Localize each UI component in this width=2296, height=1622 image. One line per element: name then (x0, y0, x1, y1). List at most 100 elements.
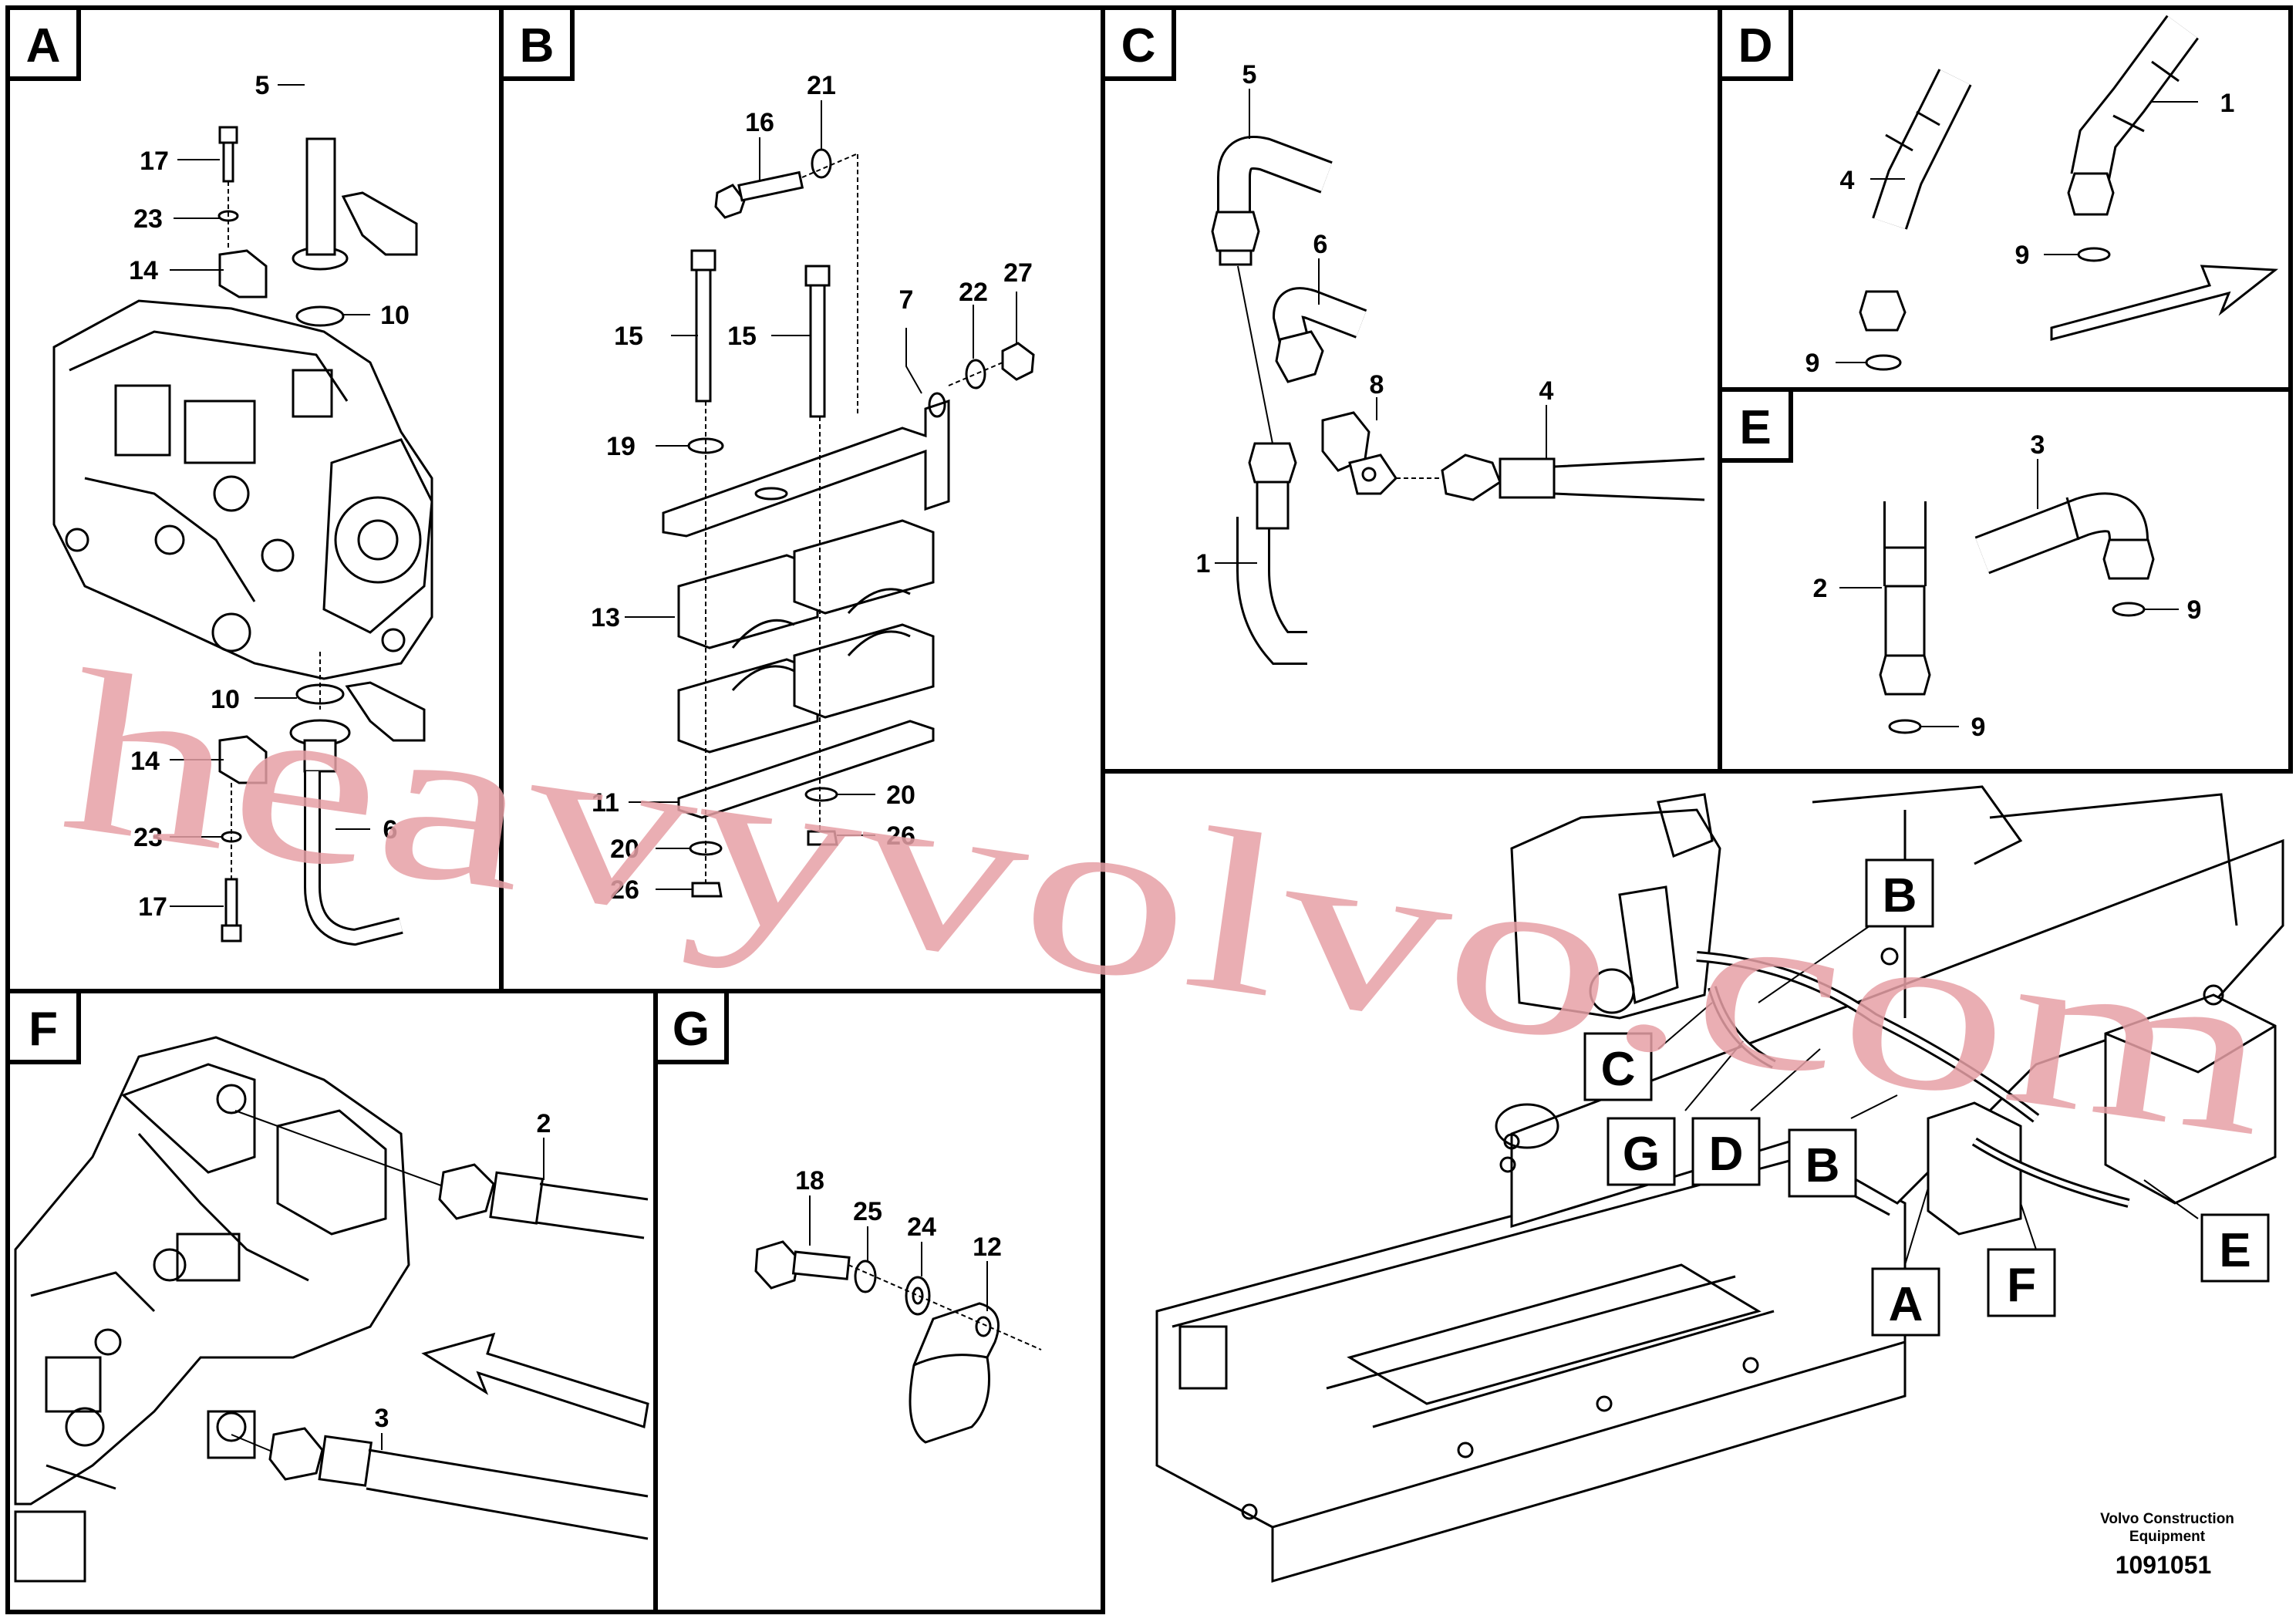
callout-d-9-left[interactable]: 9 (1805, 349, 1820, 378)
callout-a-10-upper[interactable]: 10 (380, 301, 410, 330)
callout-a-17[interactable]: 17 (140, 147, 169, 176)
callout-b-20-right[interactable]: 20 (886, 781, 915, 810)
panel-letter-e: E (1739, 401, 1771, 454)
callout-a-23-lower[interactable]: 23 (133, 823, 163, 852)
panel-f-drawing (14, 1036, 649, 1583)
svg-text:G: G (1623, 1128, 1660, 1181)
svg-text:B: B (1805, 1139, 1840, 1192)
callout-c-6[interactable]: 6 (1313, 230, 1328, 259)
drawing-number: 1091051 (2116, 1551, 2212, 1579)
panel-d-drawing (1836, 15, 2279, 371)
svg-text:D: D (1709, 1128, 1744, 1181)
panel-c-callouts: 5 6 8 4 1 (1196, 60, 1554, 578)
panel-e-frame (1718, 387, 2293, 774)
callout-c-8[interactable]: 8 (1370, 370, 1384, 400)
panel-f-callouts: 2 3 (375, 1109, 551, 1433)
callout-a-14-lower[interactable]: 14 (130, 747, 160, 776)
svg-text:F: F (2007, 1259, 2036, 1312)
overview-location-labels: B C G D B A F E (1583, 858, 2270, 1337)
panel-letter-d: D (1738, 19, 1773, 73)
callout-g-18[interactable]: 18 (795, 1166, 824, 1195)
title-block: Volvo Construction Equipment 1091051 (2100, 1511, 2234, 1579)
panel-e-callouts: 3 2 9 9 (1813, 430, 2202, 742)
panel-c-drawing (1211, 89, 1705, 665)
panel-b-drawing (625, 100, 1035, 898)
direction-arrow-icon (421, 1332, 649, 1428)
panel-g-drawing (754, 1195, 1042, 1444)
svg-text:E: E (2219, 1224, 2250, 1277)
panel-letter-c: C (1121, 19, 1156, 73)
panel-letter-tabs: A B C D E F G (5, 5, 1793, 1064)
callout-b-21[interactable]: 21 (807, 71, 836, 100)
overview-label-f[interactable]: F (1987, 1248, 2056, 1317)
company-name-line2: Equipment (2129, 1529, 2206, 1545)
panel-letter-g: G (673, 1003, 710, 1056)
callout-a-23[interactable]: 23 (133, 204, 163, 234)
direction-arrow-icon (2050, 265, 2279, 341)
panel-tab-f[interactable]: F (5, 989, 81, 1064)
panel-tab-g[interactable]: G (653, 989, 729, 1064)
callout-d-9-right[interactable]: 9 (2015, 241, 2030, 270)
callout-b-15-right[interactable]: 15 (727, 322, 757, 351)
callout-a-5[interactable]: 5 (255, 71, 270, 100)
callout-e-3[interactable]: 3 (2031, 430, 2045, 460)
callout-b-7[interactable]: 7 (899, 285, 914, 315)
callout-g-24[interactable]: 24 (907, 1212, 936, 1242)
panel-c-frame (1101, 5, 1722, 774)
panel-a-callouts: 5 17 23 14 10 10 14 6 23 17 (129, 71, 410, 922)
overview-label-g[interactable]: G (1607, 1117, 1676, 1186)
callout-b-15-left[interactable]: 15 (614, 322, 643, 351)
callout-b-26-left[interactable]: 26 (610, 875, 639, 905)
callout-b-26-right[interactable]: 26 (886, 821, 915, 851)
panel-e-drawing (1839, 459, 2179, 734)
callout-b-16[interactable]: 16 (745, 108, 774, 137)
callout-g-25[interactable]: 25 (853, 1197, 882, 1226)
watermark: heavyvolvo.com (50, 622, 2285, 1185)
callout-e-2[interactable]: 2 (1813, 574, 1828, 603)
callout-c-1[interactable]: 1 (1196, 549, 1211, 578)
callout-b-20-left[interactable]: 20 (610, 835, 639, 864)
panel-tab-b[interactable]: B (499, 5, 575, 81)
panel-tab-d[interactable]: D (1718, 5, 1793, 81)
callout-a-14[interactable]: 14 (129, 256, 158, 285)
callout-b-19[interactable]: 19 (606, 432, 636, 461)
svg-text:B: B (1883, 869, 1917, 922)
panel-d-callouts: 4 1 9 9 (1805, 89, 2235, 378)
panel-tab-e[interactable]: E (1718, 387, 1793, 463)
callout-e-9-upper[interactable]: 9 (2187, 595, 2202, 625)
company-name: Volvo Construction (2100, 1511, 2234, 1527)
panel-a-drawing (52, 63, 433, 946)
panel-letter-a: A (26, 19, 61, 73)
overview-label-b-upper[interactable]: B (1865, 858, 1934, 928)
callout-d-1[interactable]: 1 (2220, 89, 2235, 118)
panel-letter-b: B (520, 19, 555, 73)
panel-g-callouts: 18 25 24 12 (795, 1166, 1002, 1262)
overview-label-e[interactable]: E (2200, 1213, 2270, 1283)
panel-d-frame (1718, 5, 2293, 392)
callout-g-12[interactable]: 12 (973, 1233, 1002, 1262)
callout-a-10-lower[interactable]: 10 (211, 685, 240, 714)
panel-letter-f: F (29, 1003, 58, 1056)
callout-b-13[interactable]: 13 (591, 603, 620, 632)
callout-b-11[interactable]: 11 (592, 788, 619, 818)
overview-label-d[interactable]: D (1691, 1117, 1761, 1186)
callout-c-4[interactable]: 4 (1539, 376, 1554, 406)
callout-b-22[interactable]: 22 (959, 278, 988, 307)
overview-label-c[interactable]: C (1583, 1032, 1653, 1101)
callout-a-6[interactable]: 6 (383, 815, 398, 845)
callout-c-5[interactable]: 5 (1242, 60, 1257, 89)
callout-f-3[interactable]: 3 (375, 1404, 389, 1433)
callout-a-17-lower[interactable]: 17 (138, 892, 167, 922)
panel-g-frame (653, 989, 1105, 1614)
overview-label-b-lower[interactable]: B (1788, 1128, 1857, 1198)
callout-d-4[interactable]: 4 (1840, 166, 1855, 195)
overview-label-a[interactable]: A (1871, 1267, 1940, 1337)
callout-f-2[interactable]: 2 (537, 1109, 551, 1138)
callout-b-27[interactable]: 27 (1003, 258, 1033, 288)
panel-tab-c[interactable]: C (1101, 5, 1176, 81)
panel-tab-a[interactable]: A (5, 5, 81, 81)
callout-e-9-lower[interactable]: 9 (1971, 713, 1986, 742)
svg-text:C: C (1601, 1043, 1636, 1096)
panel-b-callouts: 16 21 15 15 7 22 27 19 13 11 20 20 26 26 (591, 71, 1033, 905)
